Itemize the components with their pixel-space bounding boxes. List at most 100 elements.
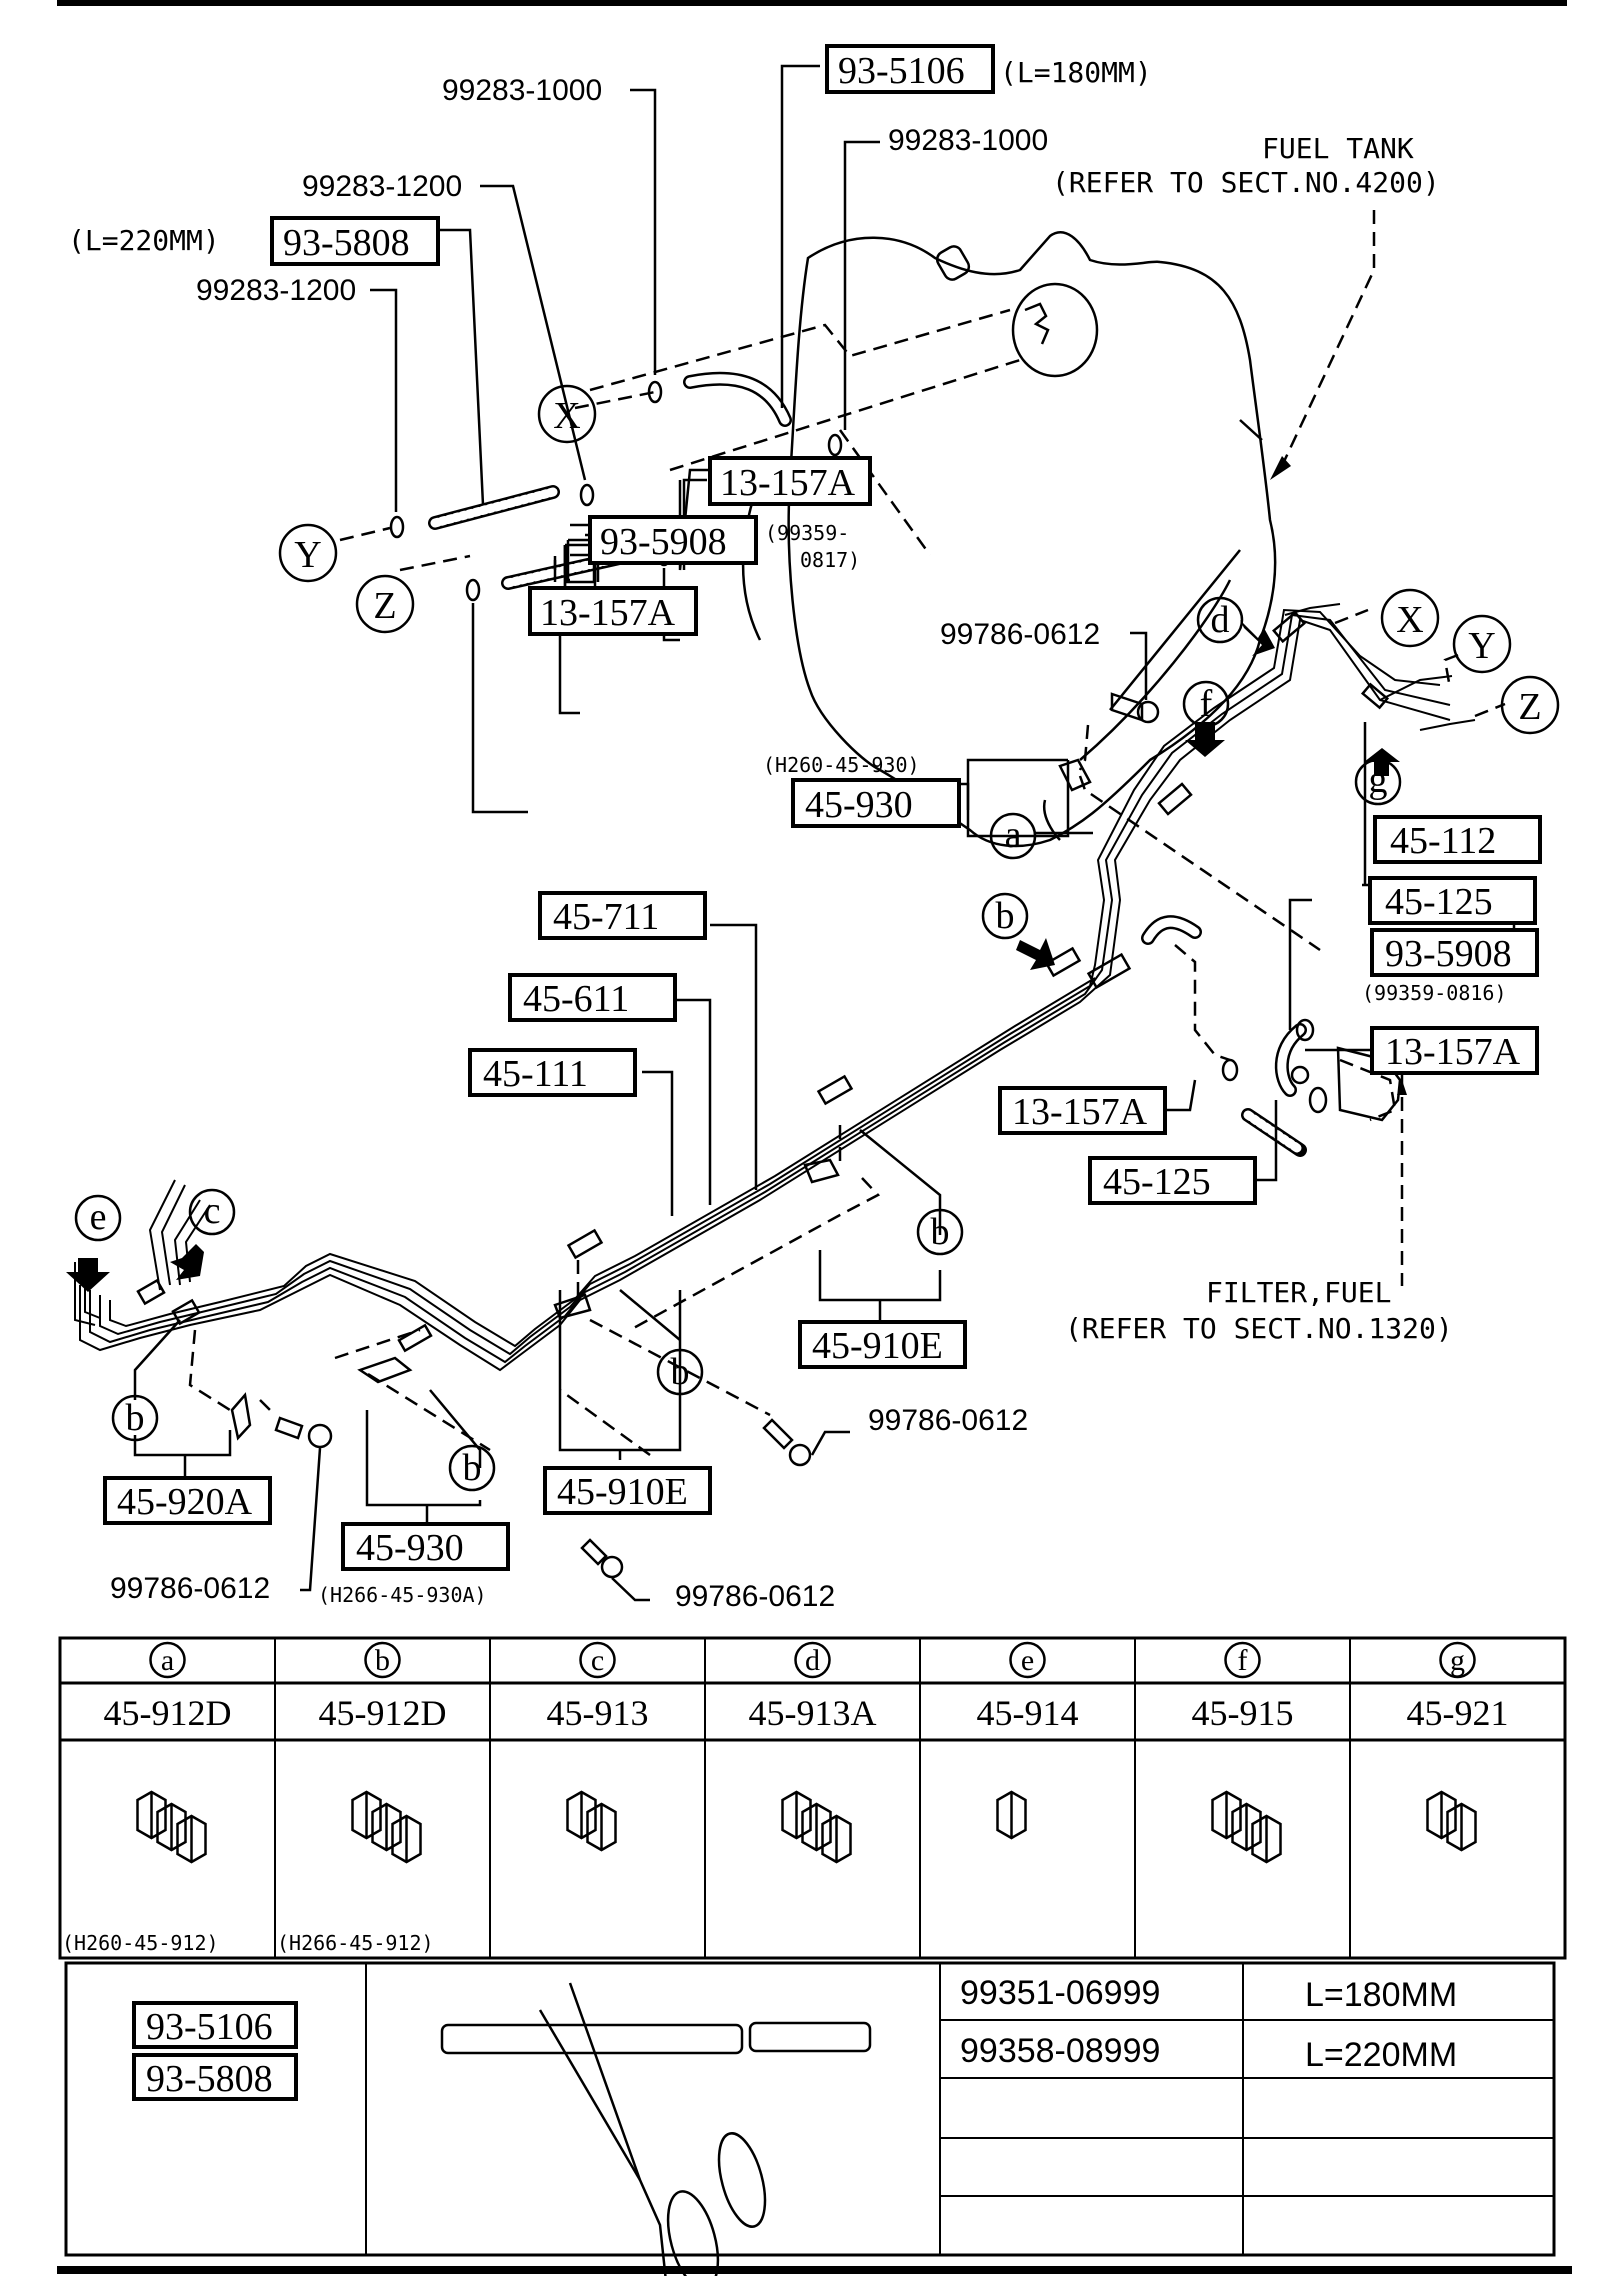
scissors-cutting-hose-icon — [440, 1982, 872, 2276]
label-99359-0817-b: 0817) — [800, 548, 860, 572]
svg-text:a: a — [1005, 814, 1022, 856]
clip-d-icon — [781, 1790, 852, 1864]
svg-text:93-5106: 93-5106 — [146, 2006, 273, 2048]
svg-text:13-157A: 13-157A — [1385, 1031, 1521, 1073]
top-border — [57, 0, 1567, 6]
box-93-5106-table — [132, 2001, 298, 2049]
label-bolt-left: 99786-0612 — [110, 1572, 270, 1605]
bolt-bottom — [580, 1538, 624, 1579]
box-45-910e-mid — [543, 1466, 712, 1515]
label-clamp-99283-1200-left: 99283-1200 — [196, 274, 356, 307]
svg-text:93-5908: 93-5908 — [1385, 933, 1512, 975]
clip-g-icon — [1426, 1790, 1477, 1852]
label-clamp-99283-1200-right: 99283-1200 — [302, 170, 462, 203]
box-93-5106 — [825, 44, 995, 94]
label-length-180: (L=180MM) — [1000, 56, 1152, 89]
svg-text:c: c — [204, 1190, 221, 1232]
svg-text:93-5808: 93-5808 — [146, 2058, 273, 2100]
clamp-99283-1000-left — [647, 380, 663, 404]
clip-marker-label: f — [1238, 1644, 1248, 1677]
label-bolt-mid: 99786-0612 — [868, 1404, 1028, 1437]
label-h266-45-930a: (H266-45-930A) — [318, 1583, 487, 1607]
svg-text:Y: Y — [1468, 625, 1495, 667]
svg-text:45-125: 45-125 — [1385, 881, 1493, 923]
svg-text:f: f — [1200, 683, 1213, 725]
svg-text:45-910E: 45-910E — [812, 1325, 943, 1367]
svg-text:b: b — [931, 1211, 950, 1253]
clip-table: a45-912D(H260-45-912)b45-912D(H266-45-91… — [58, 1636, 1567, 1960]
label-bolt-top: 99786-0612 — [940, 618, 1100, 651]
arrow-c-icon — [170, 1244, 204, 1280]
marker-y-pipe: Y — [1452, 614, 1512, 674]
svg-text:93-5106: 93-5106 — [838, 50, 965, 92]
marker-g: g — [1354, 758, 1402, 806]
marker-y-top: Y — [278, 523, 338, 583]
fuel-tank-label: FUEL TANK — [1262, 132, 1414, 165]
svg-text:93-5908: 93-5908 — [600, 521, 727, 563]
hose-table: 93-5106 93-5808 99351-06999 L=180MM 9935… — [64, 1961, 1556, 2276]
box-45-125-bottom — [1088, 1156, 1257, 1205]
svg-text:X: X — [1396, 599, 1423, 641]
svg-text:45-112: 45-112 — [1390, 820, 1496, 862]
filter-ref: (REFER TO SECT.NO.1320) — [1065, 1312, 1453, 1345]
hose-row-1-length: L=180MM — [1305, 1976, 1457, 2014]
clip-marker-label: a — [161, 1644, 174, 1677]
marker-x-pipe: X — [1380, 588, 1440, 648]
svg-text:45-611: 45-611 — [523, 978, 629, 1020]
svg-text:e: e — [90, 1196, 107, 1238]
clip-marker-f — [1224, 1641, 1261, 1679]
svg-text:Y: Y — [294, 534, 321, 576]
arrow-e-icon — [66, 1258, 110, 1292]
clip-part-number: 45-913A — [749, 1693, 877, 1733]
bottom-border — [57, 2266, 1572, 2274]
svg-text:45-930: 45-930 — [805, 784, 913, 826]
bolt-left — [274, 1416, 333, 1449]
box-45-920a — [103, 1476, 272, 1525]
clip-alt-part-note: (H260-45-912) — [62, 1931, 219, 1955]
bolt-top — [1110, 692, 1160, 724]
svg-text:45-125: 45-125 — [1103, 1161, 1211, 1203]
svg-text:Z: Z — [1518, 686, 1541, 728]
svg-text:b: b — [671, 1351, 690, 1393]
label-length-220: (L=220MM) — [68, 224, 220, 257]
arrow-g-icon — [1364, 748, 1400, 776]
label-clamp-99283-1000-left: 99283-1000 — [442, 74, 602, 107]
clamp-99283-1200-right — [579, 483, 595, 507]
svg-text:13-157A: 13-157A — [720, 462, 856, 504]
box-93-5908-top — [588, 515, 758, 565]
fuel-tank-ref: (REFER TO SECT.NO.4200) — [1052, 166, 1440, 199]
clip-a-icon — [136, 1790, 207, 1864]
marker-b-left: b — [111, 1394, 159, 1442]
svg-text:45-920A: 45-920A — [117, 1481, 253, 1523]
clamp-99283-1200-left — [389, 515, 405, 539]
clip-marker-a — [149, 1641, 186, 1679]
marker-a: a — [989, 812, 1037, 860]
svg-text:45-711: 45-711 — [553, 896, 659, 938]
box-93-5808 — [270, 216, 440, 266]
marker-e: e — [74, 1194, 122, 1242]
svg-text:13-157A: 13-157A — [540, 592, 676, 634]
clip-marker-c — [579, 1641, 616, 1679]
box-93-5808-table — [132, 2053, 298, 2101]
hose-row-2-part: 99358-08999 — [960, 2032, 1160, 2070]
svg-text:13-157A: 13-157A — [1012, 1091, 1148, 1133]
clip-f-icon — [1211, 1790, 1282, 1864]
svg-text:b: b — [996, 895, 1015, 937]
svg-text:45-910E: 45-910E — [557, 1471, 688, 1513]
svg-text:b: b — [126, 1397, 145, 1439]
svg-text:45-111: 45-111 — [483, 1053, 588, 1095]
box-45-111 — [468, 1048, 637, 1097]
clip-marker-e — [1009, 1641, 1046, 1679]
svg-text:93-5808: 93-5808 — [283, 222, 410, 264]
svg-text:b: b — [463, 1447, 482, 1489]
clip-b-icon — [351, 1790, 422, 1864]
box-13-157a-pipe-left — [998, 1086, 1167, 1135]
label-99359-0817-a: (99359- — [765, 521, 849, 545]
clip-marker-label: c — [591, 1644, 604, 1677]
box-13-157a-right — [708, 456, 872, 506]
box-13-157a-pipe-right — [1370, 1026, 1539, 1075]
clip-e-icon — [996, 1790, 1027, 1840]
bolt-mid — [762, 1418, 812, 1467]
label-bolt-bottom: 99786-0612 — [675, 1580, 835, 1613]
clip-part-number: 45-912D — [104, 1693, 232, 1733]
